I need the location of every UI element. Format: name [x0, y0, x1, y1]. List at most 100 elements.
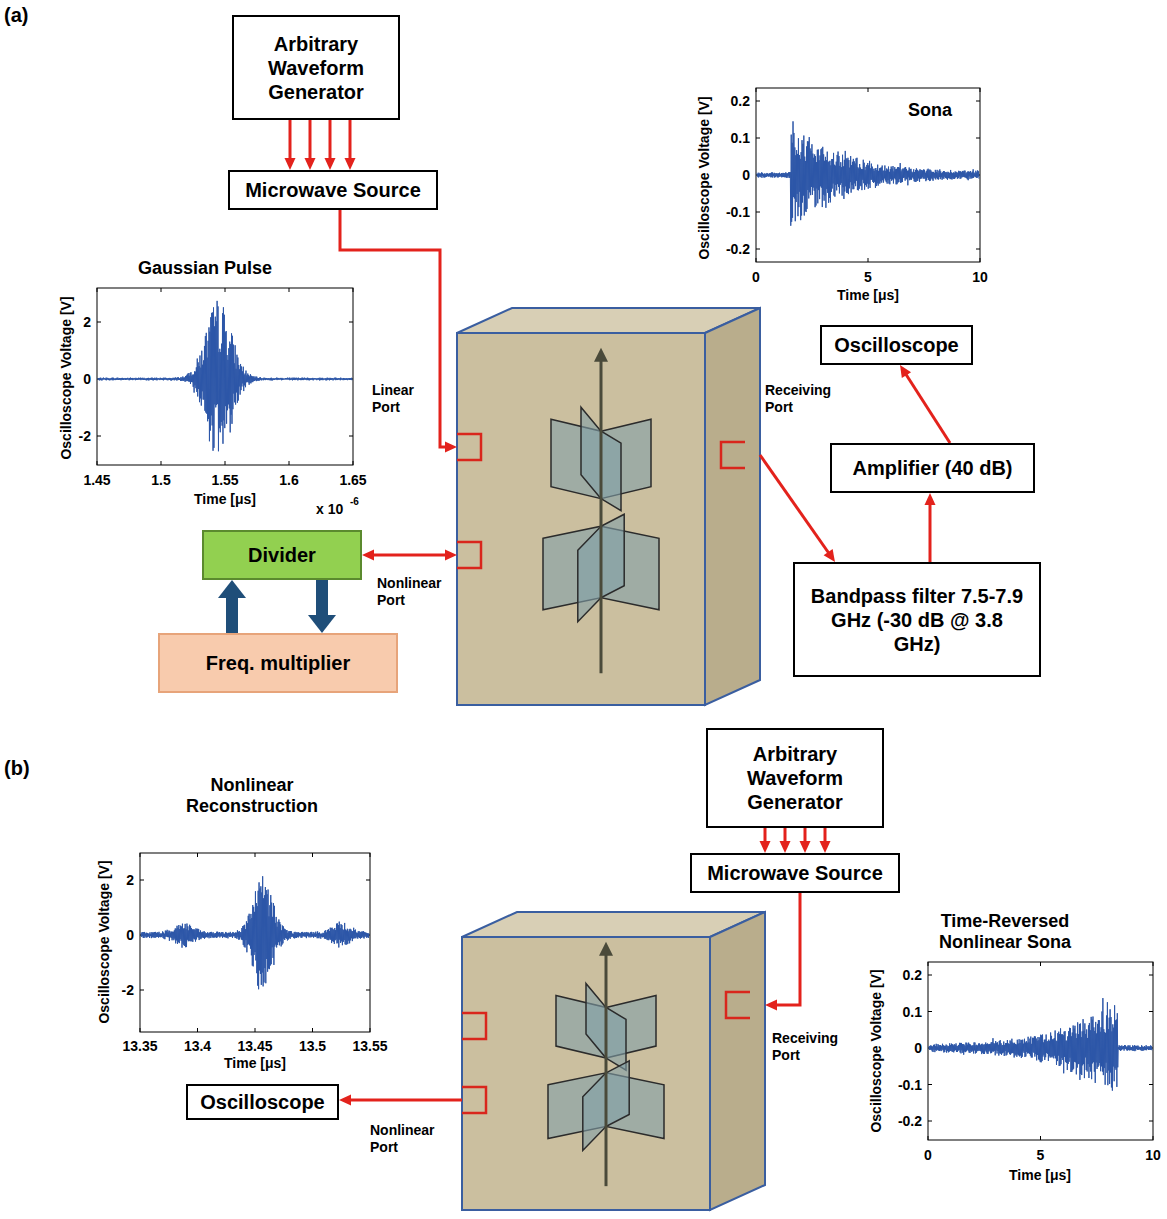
connector [925, 493, 936, 562]
tick-label: 5 [864, 269, 872, 285]
stirrer-vane [606, 1007, 626, 1070]
tick-label: 5 [1037, 1147, 1045, 1163]
cavity-side [710, 912, 765, 1210]
connector [285, 120, 356, 170]
arrowhead [325, 158, 336, 170]
port-label: Nonlinear Port [377, 575, 449, 609]
connector-line [316, 580, 328, 616]
tick-label: 10 [972, 269, 988, 285]
connector [900, 365, 950, 443]
box-text: Amplifier (40 dB) [852, 456, 1012, 480]
panel-title: Time-Reversed Nonlinear Sona [905, 911, 1105, 952]
connector [765, 893, 800, 1011]
connector [760, 828, 831, 853]
connector [308, 580, 336, 633]
port-label: Linear Port [372, 382, 424, 416]
connector-line [776, 893, 800, 1005]
panel-title: (b) [4, 757, 30, 780]
arrowhead [339, 1095, 351, 1106]
stirrer-arrowhead [599, 942, 613, 956]
tick-label: 13.5 [299, 1038, 326, 1054]
box-text: Microwave Source [707, 861, 883, 885]
stirrer-axis [605, 952, 608, 1186]
connector-line [784, 828, 787, 842]
stirrer-vane [583, 1073, 606, 1151]
tick-marks [928, 962, 1153, 1140]
connector-line [373, 554, 446, 557]
cavity-side [705, 308, 760, 705]
connector-line [906, 374, 950, 443]
port [462, 1087, 486, 1113]
connector [362, 550, 457, 561]
tick-marks [97, 288, 353, 465]
process-box: Amplifier (40 dB) [830, 443, 1035, 493]
tick-label: x 10 [316, 501, 343, 517]
stirrer-vane [586, 983, 606, 1058]
tick-label: -0.2 [898, 1113, 922, 1129]
plot-frame [928, 962, 1153, 1140]
stirrer-axis [600, 358, 603, 674]
stirrer-vane [601, 431, 621, 510]
connector-line [309, 120, 312, 159]
plot-frame [140, 853, 370, 1032]
tick-label: 0.2 [731, 93, 750, 109]
tick-label: Time [μs] [837, 287, 899, 303]
box-text: Oscilloscope [834, 333, 959, 357]
tick-marks [756, 88, 980, 262]
tick-label: 0 [914, 1040, 922, 1056]
tick-label: 13.55 [352, 1038, 387, 1054]
waveform [757, 121, 979, 225]
port-label: Nonlinear Port [370, 1122, 450, 1156]
arrowhead [760, 841, 771, 853]
tick-label: 10 [1145, 1147, 1161, 1163]
box-text: Arbitrary Waveform Generator [246, 32, 386, 104]
stirrer-arrowhead [594, 348, 608, 362]
process-box: Microwave Source [690, 853, 900, 893]
box-text: Microwave Source [245, 178, 421, 202]
tick-label: 2 [83, 314, 91, 330]
connector-line [349, 120, 352, 159]
connector-line [329, 120, 332, 159]
port [457, 542, 481, 568]
connector-line [340, 210, 446, 447]
cavity: Receiving PortNonlinear Port [462, 912, 765, 1210]
tick-label: 2 [126, 872, 134, 888]
cavity-front [462, 937, 710, 1210]
arrowhead [305, 158, 316, 170]
arrowhead [362, 550, 374, 561]
port-label: Receiving Port [765, 382, 845, 416]
port [462, 1013, 486, 1039]
tick-label: -0.2 [726, 241, 750, 257]
process-box: Oscilloscope [186, 1084, 339, 1120]
connector-line [350, 1099, 462, 1102]
process-box: Arbitrary Waveform Generator [232, 15, 400, 120]
box-text: Arbitrary Waveform Generator [720, 742, 870, 814]
connector-line [226, 597, 238, 633]
tick-label: -2 [122, 982, 134, 998]
tick-label: 1.6 [279, 472, 298, 488]
axis-label: Oscilloscope Voltage [V] [696, 96, 712, 259]
tick-label: 1.55 [211, 472, 238, 488]
connector [339, 1095, 462, 1106]
arrowhead [218, 580, 246, 598]
connector [218, 580, 246, 633]
arrowhead [780, 841, 791, 853]
waveform [929, 998, 1152, 1091]
tick-label: 0 [924, 1147, 932, 1163]
arrowhead [445, 550, 457, 561]
port-label: Receiving Port [772, 1030, 852, 1064]
connector-line [804, 828, 807, 842]
waveform [141, 876, 369, 989]
tick-label: Time [μs] [1009, 1167, 1071, 1183]
process-box: Freq. multiplier [158, 633, 398, 693]
process-box: Divider [202, 530, 362, 580]
tick-label: -6 [350, 496, 359, 508]
stirrer-vane [581, 407, 601, 498]
tick-label: 0 [83, 371, 91, 387]
tick-label: Time [μs] [194, 491, 256, 507]
port [721, 442, 745, 468]
connector [760, 455, 835, 562]
tick-label: Time [μs] [224, 1055, 286, 1071]
stirrer-vane [606, 1061, 629, 1127]
